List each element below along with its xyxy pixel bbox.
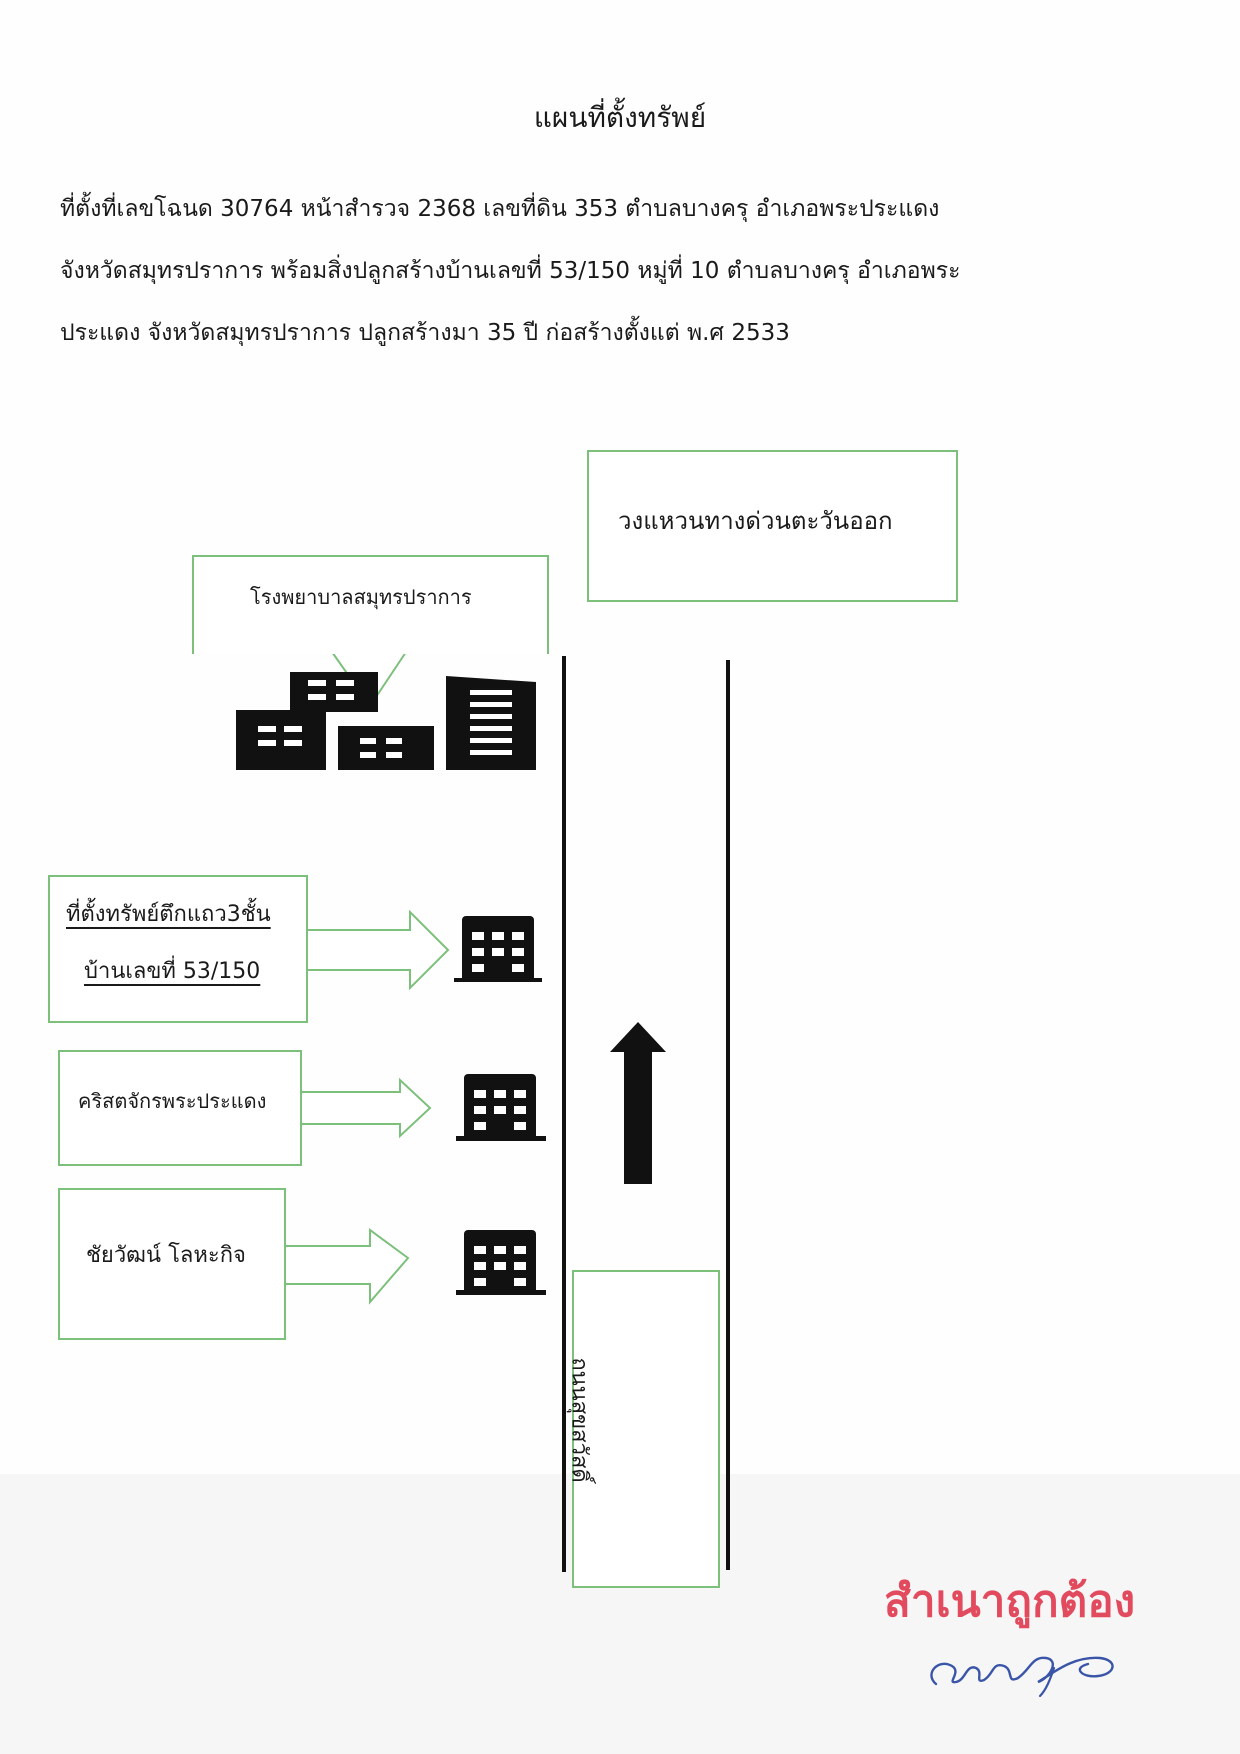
description-line-2: จังหวัดสมุทรปราการ พร้อมสิ่งปลูกสร้างบ้า…: [60, 258, 961, 284]
church-building-icon: [456, 1074, 546, 1141]
road-name-box: [572, 1270, 720, 1588]
hospital-label: โรงพยาบาลสมุทรปราการ: [250, 585, 472, 609]
expressway-label: วงแหวนทางด่วนตะวันออก: [618, 507, 893, 535]
church-pointer-arrow: [297, 1077, 432, 1139]
property-label-line-1: ที่ตั้งทรัพย์ตึกแถว3ชั้น: [66, 902, 271, 927]
property-label-line-2: บ้านเลขที่ 53/150: [84, 959, 261, 984]
property-building-icon: [454, 916, 542, 982]
road-name-text: ถนนสุขสวัสดิ์: [566, 1357, 592, 1483]
shop-box: [58, 1188, 286, 1340]
hospital-buildings-icon: [236, 672, 536, 770]
church-label: คริสตจักรพระประแดง: [78, 1089, 267, 1113]
hospital-box: [192, 555, 549, 654]
up-arrow-icon: [610, 1022, 666, 1184]
shop-pointer-arrow: [283, 1228, 410, 1305]
property-description: ที่ตั้งที่เลขโฉนด 30764 หน้าสำรวจ 2368 เ…: [60, 178, 1200, 364]
signature: [930, 1656, 1114, 1698]
shop-building-icon: [456, 1230, 546, 1295]
certified-copy-stamp: สำเนาถูกต้อง: [884, 1576, 1136, 1627]
shop-label: ชัยวัฒน์ โลหะกิจ: [86, 1243, 246, 1268]
property-pointer-arrow: [303, 909, 450, 991]
page-title: แผนที่ตั้งทรัพย์: [533, 101, 707, 134]
church-box: [58, 1050, 302, 1166]
property-box: [48, 875, 308, 1023]
expressway-box: [587, 450, 958, 602]
description-line-3: ประแดง จังหวัดสมุทรปราการ ปลูกสร้างมา 35…: [60, 320, 790, 346]
description-line-1: ที่ตั้งที่เลขโฉนด 30764 หน้าสำรวจ 2368 เ…: [60, 196, 940, 222]
